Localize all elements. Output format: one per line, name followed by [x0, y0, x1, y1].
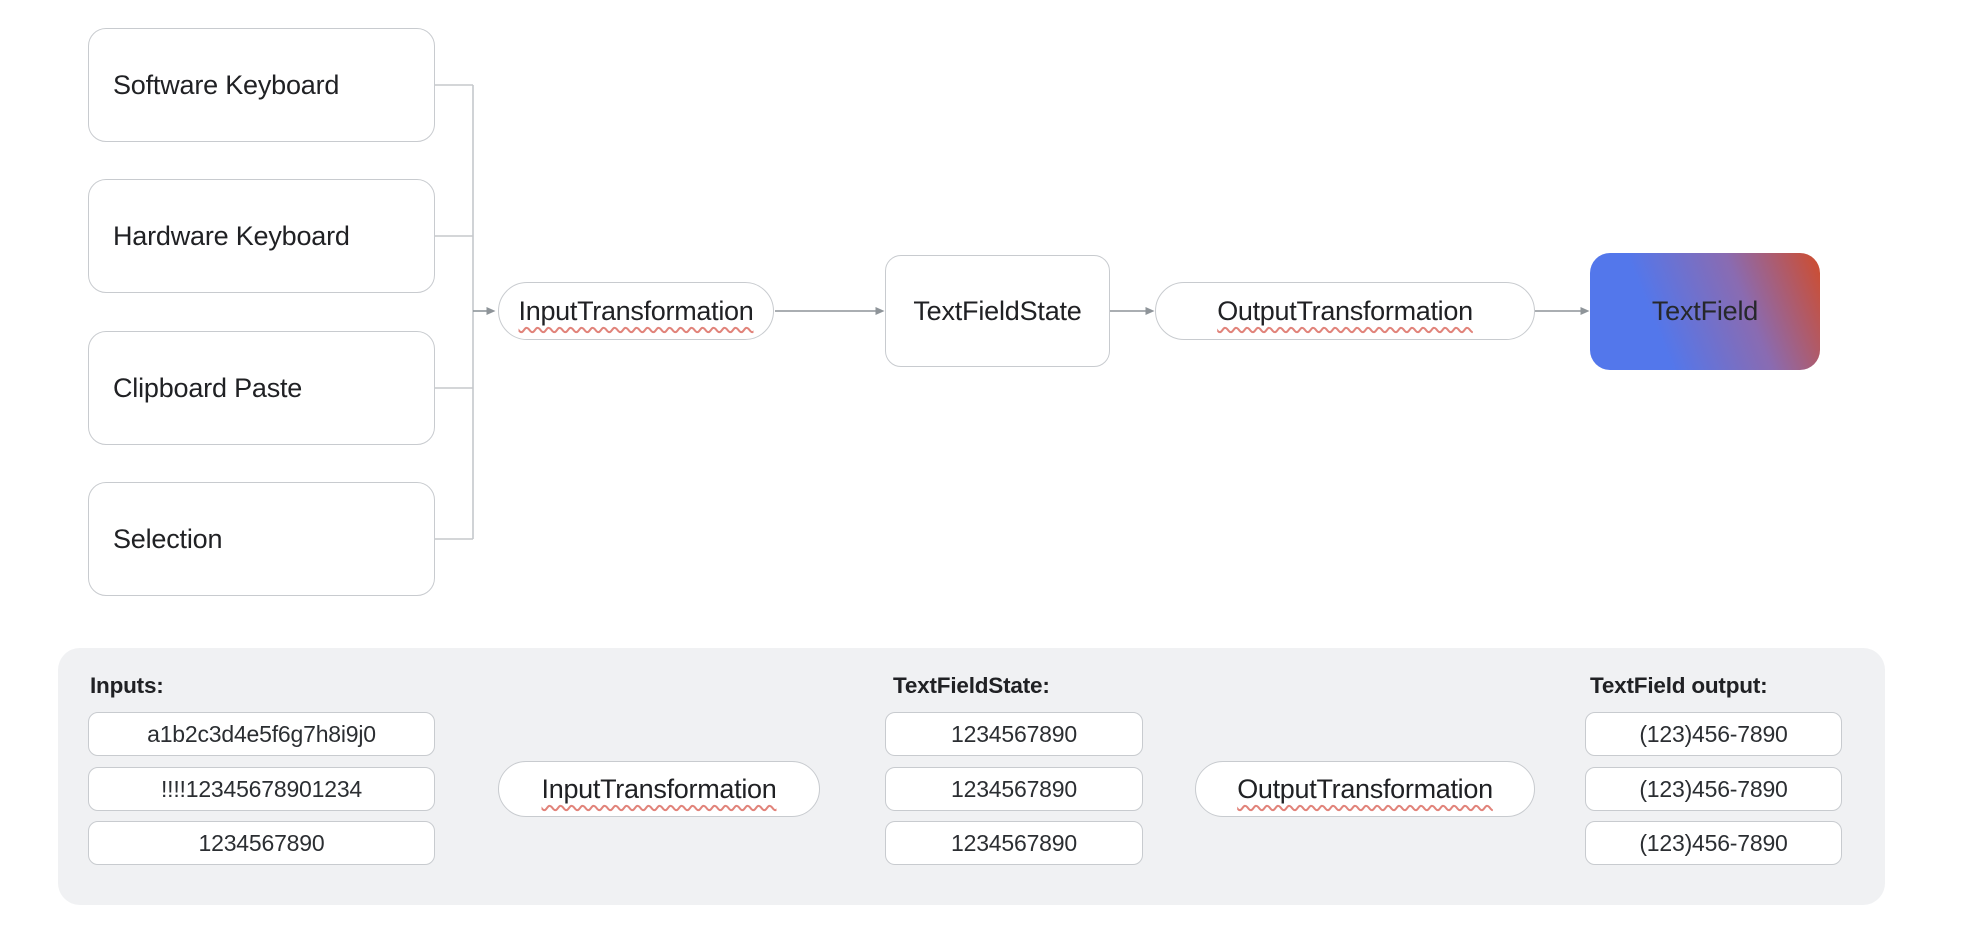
state-value-box: 1234567890: [885, 821, 1143, 865]
output-column-label: TextField output:: [1590, 673, 1768, 698]
input-transformation-label: InputTransformation: [518, 295, 754, 326]
inputs-column-label: Inputs:: [90, 673, 164, 698]
output-transformation-node: OutputTransformation: [1155, 282, 1535, 340]
source-box-label: Clipboard Paste: [113, 372, 303, 403]
state-column-label: TextFieldState:: [893, 673, 1050, 698]
output-value-box: (123)456-7890: [1585, 821, 1842, 865]
textfield-label: TextField: [1651, 296, 1759, 326]
input-value-box: !!!!12345678901234: [88, 767, 435, 811]
source-box-label: Hardware Keyboard: [113, 220, 350, 251]
output-value-box: (123)456-7890: [1585, 767, 1842, 811]
textfieldstate-label: TextFieldState: [913, 295, 1082, 326]
state-value-box: 1234567890: [885, 712, 1143, 756]
output-transformation-node-example: OutputTransformation: [1195, 761, 1535, 817]
input-transformation-label: InputTransformation: [541, 773, 777, 804]
output-value-box: (123)456-7890: [1585, 712, 1842, 756]
source-box-label: Software Keyboard: [113, 69, 340, 100]
textfield-node: TextField: [1590, 253, 1820, 370]
textfieldstate-node: TextFieldState: [885, 255, 1110, 367]
input-transformation-node-example: InputTransformation: [498, 761, 820, 817]
source-box-label: Selection: [113, 523, 223, 554]
input-transformation-node: InputTransformation: [498, 282, 774, 340]
output-transformation-label: OutputTransformation: [1217, 295, 1473, 326]
state-value-box: 1234567890: [885, 767, 1143, 811]
output-transformation-label: OutputTransformation: [1237, 773, 1493, 804]
top-merge-connector: [435, 84, 496, 540]
source-box-software-keyboard: Software Keyboard: [88, 28, 435, 142]
source-box-clipboard-paste: Clipboard Paste: [88, 331, 435, 445]
source-box-hardware-keyboard: Hardware Keyboard: [88, 179, 435, 293]
input-value-box: a1b2c3d4e5f6g7h8i9j0: [88, 712, 435, 756]
input-value-box: 1234567890: [88, 821, 435, 865]
source-box-selection: Selection: [88, 482, 435, 596]
